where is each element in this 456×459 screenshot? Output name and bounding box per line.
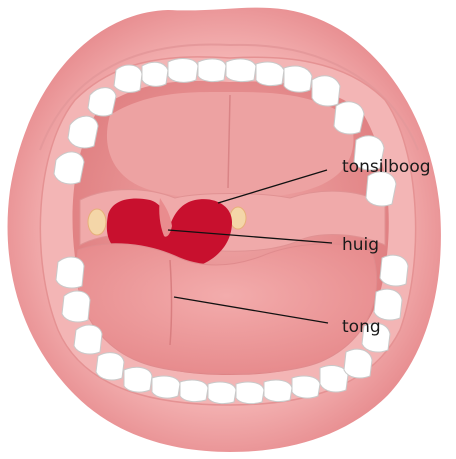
label-uvula: huig bbox=[342, 237, 379, 254]
right-tonsil bbox=[230, 207, 246, 229]
label-tonsil-arch: tonsilboog bbox=[342, 159, 431, 176]
left-tonsil bbox=[88, 209, 106, 235]
label-tongue: tong bbox=[342, 319, 381, 336]
